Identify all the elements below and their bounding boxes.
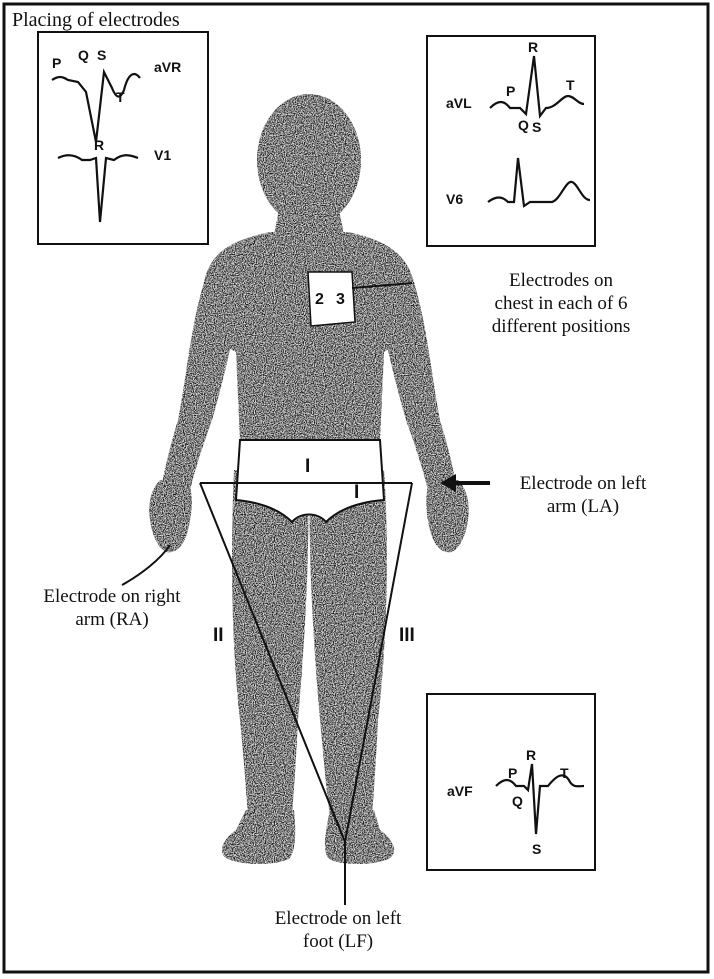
right-arm-callout: Electrode on right arm (RA) [43,586,181,630]
avr-lead-name: aVR [154,59,181,75]
svg-text:foot (LF): foot (LF) [303,931,373,952]
avl-t-label: T [566,77,575,93]
left-arm-callout: Electrode on left arm (LA) [520,473,647,517]
ecg-panel-avr-v1: P Q S T R aVR V1 [38,32,208,244]
svg-text:arm (LA): arm (LA) [547,496,619,517]
avr-t-label: T [116,89,125,105]
avr-p-label: P [52,55,61,71]
avf-t-label: T [560,765,569,781]
svg-text:Electrode on left: Electrode on left [520,473,647,494]
left-foot-callout: Electrode on left foot (LF) [275,908,402,952]
lead-II-label: II [213,625,224,646]
v6-lead-name: V6 [446,191,463,207]
avf-lead-name: aVF [447,783,473,799]
figure-title: Placing of electrodes [12,9,180,31]
ecg-panel-avl-v6: R P T Q S aVL V6 [427,36,595,246]
avl-r-label: R [528,39,538,55]
chest-callout: Electrodes on chest in each of 6 differe… [492,270,630,337]
svg-text:Electrodes on: Electrodes on [509,270,613,291]
avf-p-label: P [508,765,517,781]
lead-I-label-upper: I [305,456,310,477]
avl-p-label: P [506,83,515,99]
chest-number-3: 3 [336,291,345,308]
svg-text:Electrode on right: Electrode on right [43,586,181,607]
avr-q-label: Q [78,47,89,63]
avl-q-label: Q [518,117,529,133]
svg-text:different positions: different positions [492,316,630,337]
avr-r-label: R [94,137,104,153]
avf-s-label: S [532,841,541,857]
ecg-panel-avf: R P T Q S aVF [427,694,595,870]
svg-text:chest in each of 6: chest in each of 6 [495,293,628,314]
avf-r-label: R [526,747,536,763]
v1-lead-name: V1 [154,147,171,163]
right-arm-leader [122,545,170,585]
avr-s-label: S [97,47,106,63]
svg-text:Electrode on left: Electrode on left [275,908,402,929]
lead-III-label: III [399,625,415,646]
chest-number-2: 2 [315,291,324,308]
avf-q-label: Q [512,793,523,809]
svg-text:arm (RA): arm (RA) [75,609,148,630]
avl-s-label: S [532,119,541,135]
avl-lead-name: aVL [446,95,472,111]
lead-I-label: I [354,482,359,503]
